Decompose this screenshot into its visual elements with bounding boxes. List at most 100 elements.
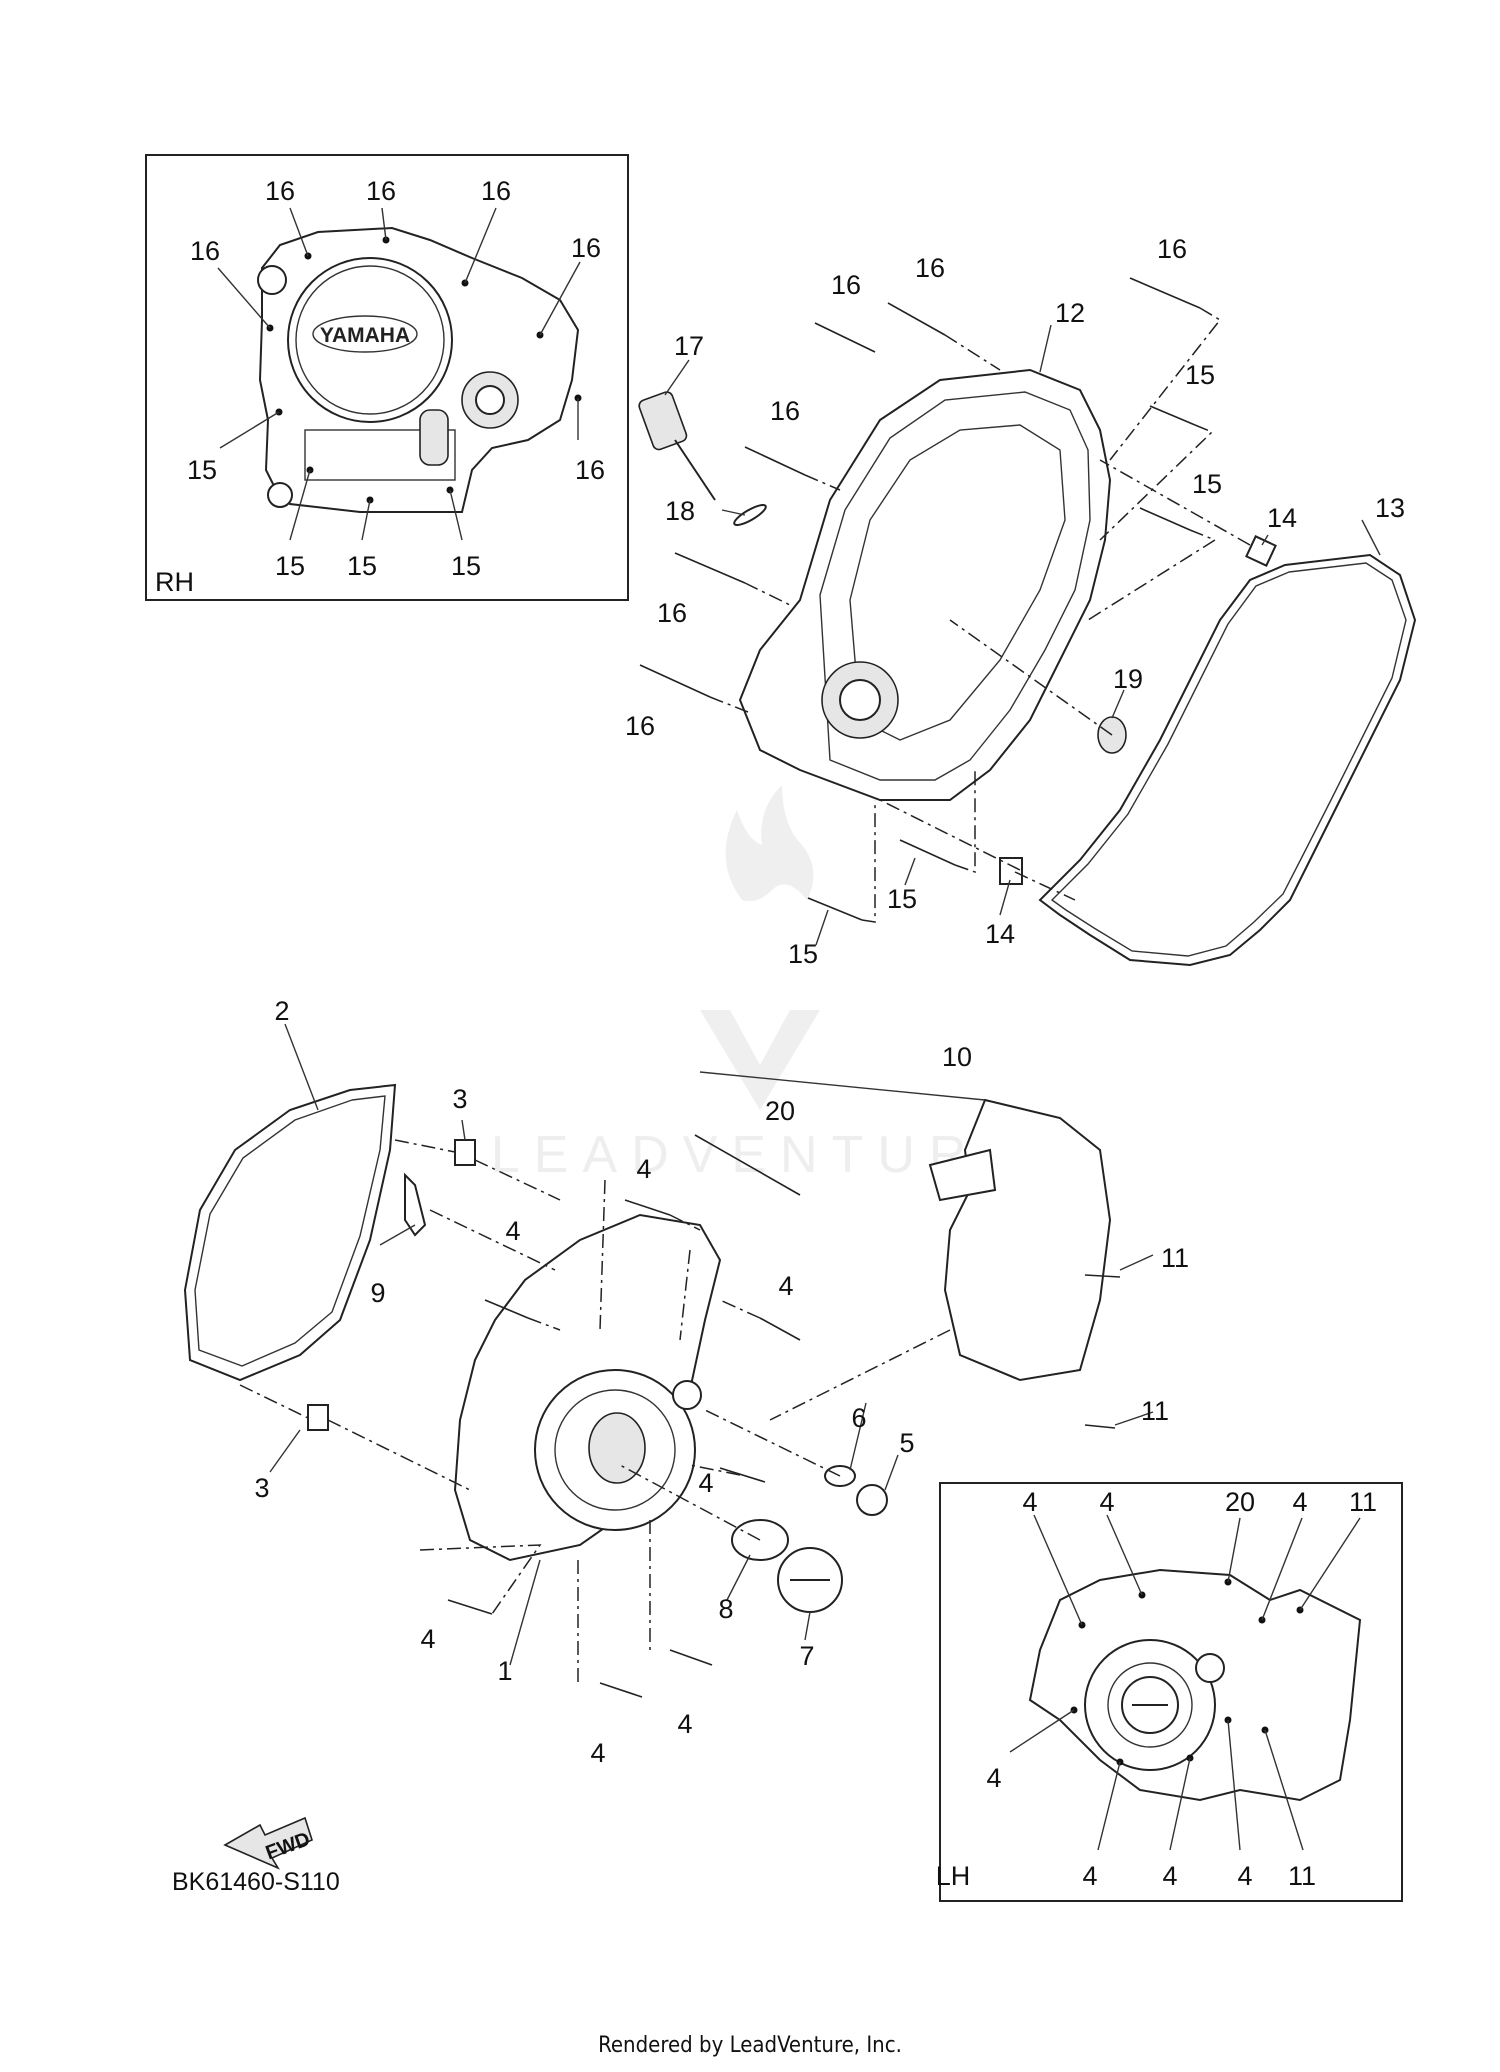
rh-callout: 16 <box>190 236 220 266</box>
rh-plug <box>419 409 449 466</box>
lh-leaders <box>1009 1514 1361 1851</box>
gasket-2 <box>183 1083 397 1382</box>
lh-callout: 4 <box>1082 1861 1097 1891</box>
rh-callout: 16 <box>571 233 601 263</box>
part-callout: 11 <box>1141 1396 1169 1426</box>
rh-callout: 16 <box>481 176 511 206</box>
cover-leaders <box>664 324 1381 946</box>
o-ring-8 <box>731 1519 789 1561</box>
part-callout: 17 <box>674 331 704 361</box>
inset-lh: LH 4 4 20 4 11 4 4 4 4 11 <box>936 1482 1403 1902</box>
part-callout: 2 <box>274 996 289 1026</box>
dowel-14-top <box>1245 535 1277 567</box>
part-callout: 6 <box>851 1403 866 1433</box>
part-callout: 14 <box>1267 503 1297 533</box>
part-callout: 4 <box>505 1216 520 1246</box>
cover-bolts <box>639 277 1201 921</box>
o-ring-18 <box>733 504 767 526</box>
cover-10 <box>943 1098 1112 1382</box>
part-callout: 4 <box>677 1709 692 1739</box>
cover-12-rim <box>819 391 1091 781</box>
render-credit: Rendered by LeadVenture, Inc. <box>598 2033 902 2058</box>
rh-leaders <box>217 207 581 541</box>
part-callout: 15 <box>887 884 917 914</box>
rh-boss-2 <box>267 482 293 508</box>
inset-rh-label: RH <box>155 567 194 597</box>
rh-panel <box>304 429 456 481</box>
part-callout: 16 <box>831 270 861 300</box>
part-callout: 3 <box>254 1473 269 1503</box>
gasket-2-inner <box>194 1095 386 1367</box>
part-callout: 4 <box>590 1738 605 1768</box>
rh-callout: 16 <box>366 176 396 206</box>
cover-12-boss-inner <box>839 679 881 721</box>
lh-callout: 4 <box>1099 1487 1114 1517</box>
inset-rh-frame <box>145 154 629 601</box>
rh-brand: YAMAHA <box>320 324 410 347</box>
dipstick-17-stem <box>674 439 716 501</box>
part-callout: 16 <box>1157 234 1187 264</box>
rh-callout: 16 <box>575 455 605 485</box>
part-callout: 18 <box>665 496 695 526</box>
part-callout: 13 <box>1375 493 1405 523</box>
dipstick-17 <box>638 391 688 451</box>
dowel-3-bottom <box>307 1404 329 1431</box>
part-callout: 4 <box>778 1271 793 1301</box>
inset-rh: RH YAMAHA 16 16 16 16 16 16 <box>145 154 629 601</box>
rh-clutch-dome-inner <box>295 265 445 415</box>
fwd-arrow-icon: FWD <box>223 1816 313 1870</box>
inset-lh-label: LH <box>936 1861 971 1891</box>
watermark: LEADVENTURE <box>491 785 1029 1184</box>
part-callout: 4 <box>420 1624 435 1654</box>
part-callout: 7 <box>799 1641 814 1671</box>
lh-callout: 4 <box>1292 1487 1307 1517</box>
gasket-13-inner <box>1050 562 1407 957</box>
lh-callout: 4 <box>1162 1861 1177 1891</box>
part-callout: 4 <box>636 1154 651 1184</box>
dowel-3-top <box>454 1139 476 1166</box>
part-callout: 16 <box>770 396 800 426</box>
part-callout: 16 <box>915 253 945 283</box>
generator-dashed-leaders <box>239 1139 951 1683</box>
rh-callout: 15 <box>347 551 377 581</box>
dowel-14-bottom <box>999 857 1023 885</box>
part-callout: 16 <box>625 711 655 741</box>
generator-bolts <box>447 1134 1121 1698</box>
rh-clutch-dome <box>287 257 453 423</box>
rh-callout: 15 <box>451 551 481 581</box>
part-callout: 15 <box>788 939 818 969</box>
gasket-13 <box>1038 553 1417 967</box>
cover-10-lip <box>928 1148 997 1202</box>
clip-9 <box>404 1172 427 1237</box>
part-callout: 9 <box>370 1278 385 1308</box>
cover-12 <box>738 368 1112 801</box>
part-callout: 19 <box>1113 664 1143 694</box>
part-callout: 1 <box>497 1656 512 1686</box>
lh-callout: 4 <box>1022 1487 1037 1517</box>
lh-plug <box>1195 1653 1225 1683</box>
lh-callout: 4 <box>1237 1861 1252 1891</box>
part-callout: 20 <box>765 1096 795 1126</box>
part-callout: 5 <box>899 1428 914 1458</box>
rh-callout: 15 <box>187 455 217 485</box>
rh-callout: 15 <box>275 551 305 581</box>
rh-badge <box>312 315 418 353</box>
clutch-cover-assembly: 17 18 12 19 14 14 13 16 16 16 16 16 16 1… <box>625 234 1417 969</box>
o-ring-6 <box>824 1465 856 1487</box>
part-callout: 10 <box>942 1042 972 1072</box>
part-callout: 3 <box>452 1084 467 1114</box>
watermark-text: LEADVENTURE <box>491 1126 1029 1184</box>
rh-filler-cap <box>475 385 505 415</box>
lh-callout: 11 <box>1349 1487 1377 1517</box>
cover-12-web <box>849 424 1066 741</box>
inset-lh-frame <box>939 1482 1403 1902</box>
rh-boss <box>257 265 287 295</box>
part-callout: 15 <box>1185 360 1215 390</box>
lh-callout: 4 <box>986 1763 1001 1793</box>
part-callout: 14 <box>985 919 1015 949</box>
cover-dashed-leaders <box>709 307 1251 923</box>
cover-1-dome-ring <box>554 1389 676 1511</box>
part-callout: 8 <box>718 1594 733 1624</box>
cover-1-hub <box>588 1412 646 1484</box>
